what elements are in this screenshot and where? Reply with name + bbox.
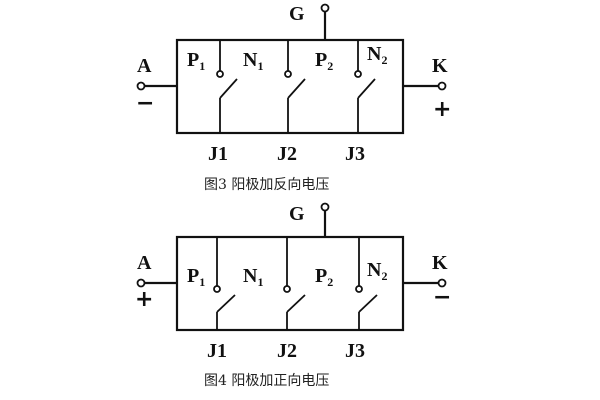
gate-label: G (289, 3, 305, 25)
gate-label: G (289, 203, 305, 225)
layer-label-n2: N2 (367, 43, 387, 67)
anode-label: A (137, 55, 152, 77)
anode-label: A (137, 252, 152, 274)
anode-sign: + (135, 287, 153, 312)
cathode-label: K (432, 252, 448, 274)
anode-terminal (136, 278, 146, 288)
junction-label-j1: J1 (208, 143, 228, 165)
anode-terminal (136, 81, 146, 91)
layer-label-p2: P2 (315, 49, 333, 73)
cathode-sign: − (433, 285, 451, 310)
junction-switch-j3 (354, 40, 376, 133)
layer-label-n1: N1 (243, 265, 263, 289)
gate-terminal (320, 3, 330, 13)
junction-switch-j1 (216, 40, 238, 133)
junction-label-j2: J2 (277, 340, 297, 362)
junction-switch-j3 (355, 237, 378, 330)
junction-label-j2: J2 (277, 143, 297, 165)
figure-caption: 图3 阳极加反向电压 (204, 177, 329, 193)
layer-label-p1: P1 (187, 49, 205, 73)
diagram-reverse-bias: G A − K + P1 N1 (136, 3, 451, 193)
layer-label-p1: P1 (187, 265, 205, 289)
diagram-forward-bias: G A + K − P1 N1 P2 N2 J1 (135, 202, 451, 389)
junction-switch-j2 (283, 237, 306, 330)
layer-label-p2: P2 (315, 265, 333, 289)
layer-label-n1: N1 (243, 49, 263, 73)
layer-label-n2: N2 (367, 259, 387, 283)
cathode-terminal (437, 278, 447, 288)
junction-switch-j2 (284, 40, 306, 133)
junction-label-j3: J3 (345, 340, 365, 362)
anode-sign: − (136, 91, 154, 116)
junction-label-j1: J1 (207, 340, 227, 362)
junction-label-j3: J3 (345, 143, 365, 165)
gate-terminal (320, 202, 330, 212)
figure-caption: 图4 阳极加正向电压 (204, 373, 329, 389)
cathode-terminal (437, 81, 447, 91)
thyristor-body (175, 235, 405, 332)
junction-switch-j1 (213, 237, 236, 330)
cathode-label: K (432, 55, 448, 77)
cathode-sign: + (433, 97, 451, 122)
